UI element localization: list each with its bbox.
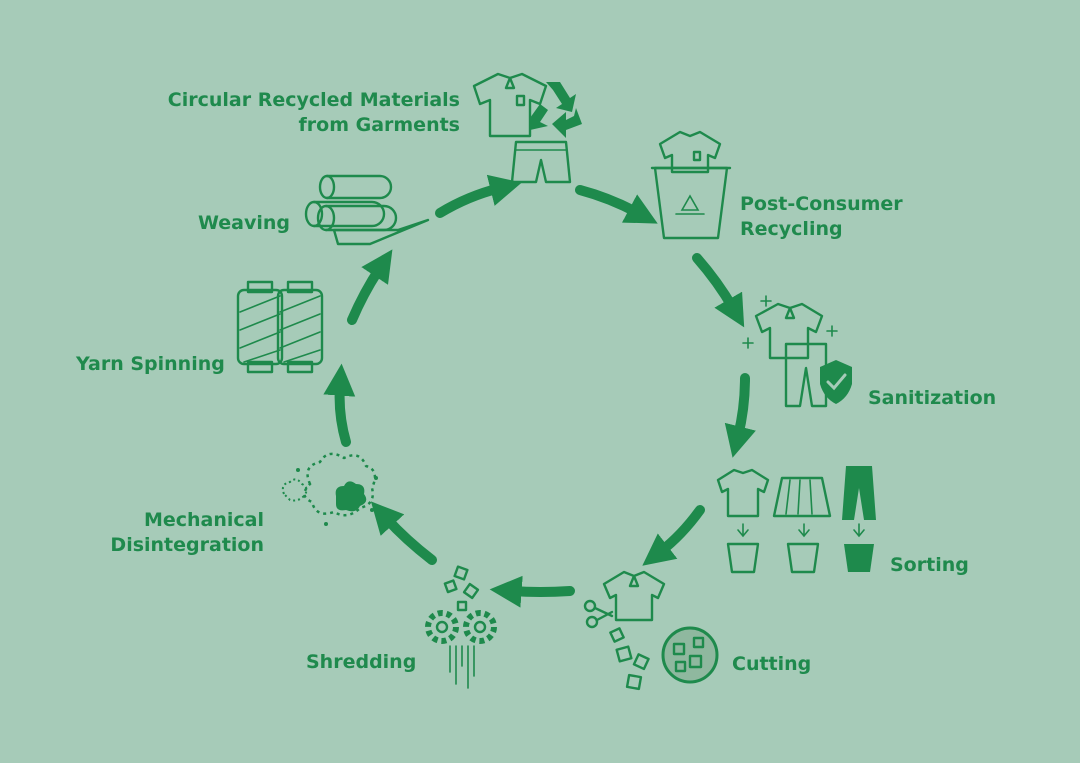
label-cutting: Cutting	[732, 653, 812, 675]
label-mechanical-line-2: Disintegration	[110, 534, 264, 556]
arrow-yarn-to-weaving	[347, 249, 393, 325]
sanitize-shield-icon	[742, 295, 852, 408]
label-circular-line-2: from Garments	[298, 114, 461, 136]
label-shredding: Shredding	[306, 651, 417, 673]
shirt-shorts-recycle-icon	[472, 72, 582, 184]
label-sanitization: Sanitization	[868, 387, 997, 409]
label-post-consumer-line-2: Recycling	[740, 218, 843, 240]
cycle-arrows	[323, 174, 756, 608]
arrow-mechanical-to-yarn	[323, 363, 356, 447]
label-yarn-spinning: Yarn Spinning	[76, 353, 225, 375]
gear-left-icon	[425, 610, 459, 644]
label-circular-recycled-materials: Circular Recycled Materials from Garment…	[168, 88, 460, 138]
arrow-cutting-to-shredding	[489, 575, 575, 608]
yarn-spools-icon	[236, 280, 324, 374]
arrow-post-consumer-to-sanitization	[692, 253, 745, 328]
scissors-cutting-icon	[583, 570, 719, 691]
arrow-shredding-to-mechanical	[370, 501, 437, 565]
recycle-bin-icon	[650, 130, 732, 240]
sorting-bins-icon	[716, 466, 876, 574]
arrow-sanitization-to-sorting	[724, 373, 756, 458]
label-post-consumer-recycling: Post-Consumer Recycling	[740, 192, 903, 242]
label-post-consumer-line-1: Post-Consumer	[740, 193, 903, 215]
arrow-weaving-to-circular	[435, 174, 522, 218]
arrow-sorting-to-cutting	[642, 505, 705, 566]
label-mechanical-line-1: Mechanical	[143, 509, 264, 531]
label-weaving: Weaving	[198, 212, 291, 234]
label-mechanical-disintegration: Mechanical Disintegration	[110, 508, 264, 558]
fiber-cloud-icon	[281, 452, 378, 526]
arrow-circular-to-post-consumer	[575, 185, 658, 224]
gear-right-icon	[463, 610, 497, 644]
label-circular-line-1: Circular Recycled Materials	[167, 89, 460, 111]
label-sorting: Sorting	[890, 554, 969, 576]
fabric-rolls-icon	[304, 174, 430, 246]
shredder-gears-icon	[425, 565, 497, 689]
